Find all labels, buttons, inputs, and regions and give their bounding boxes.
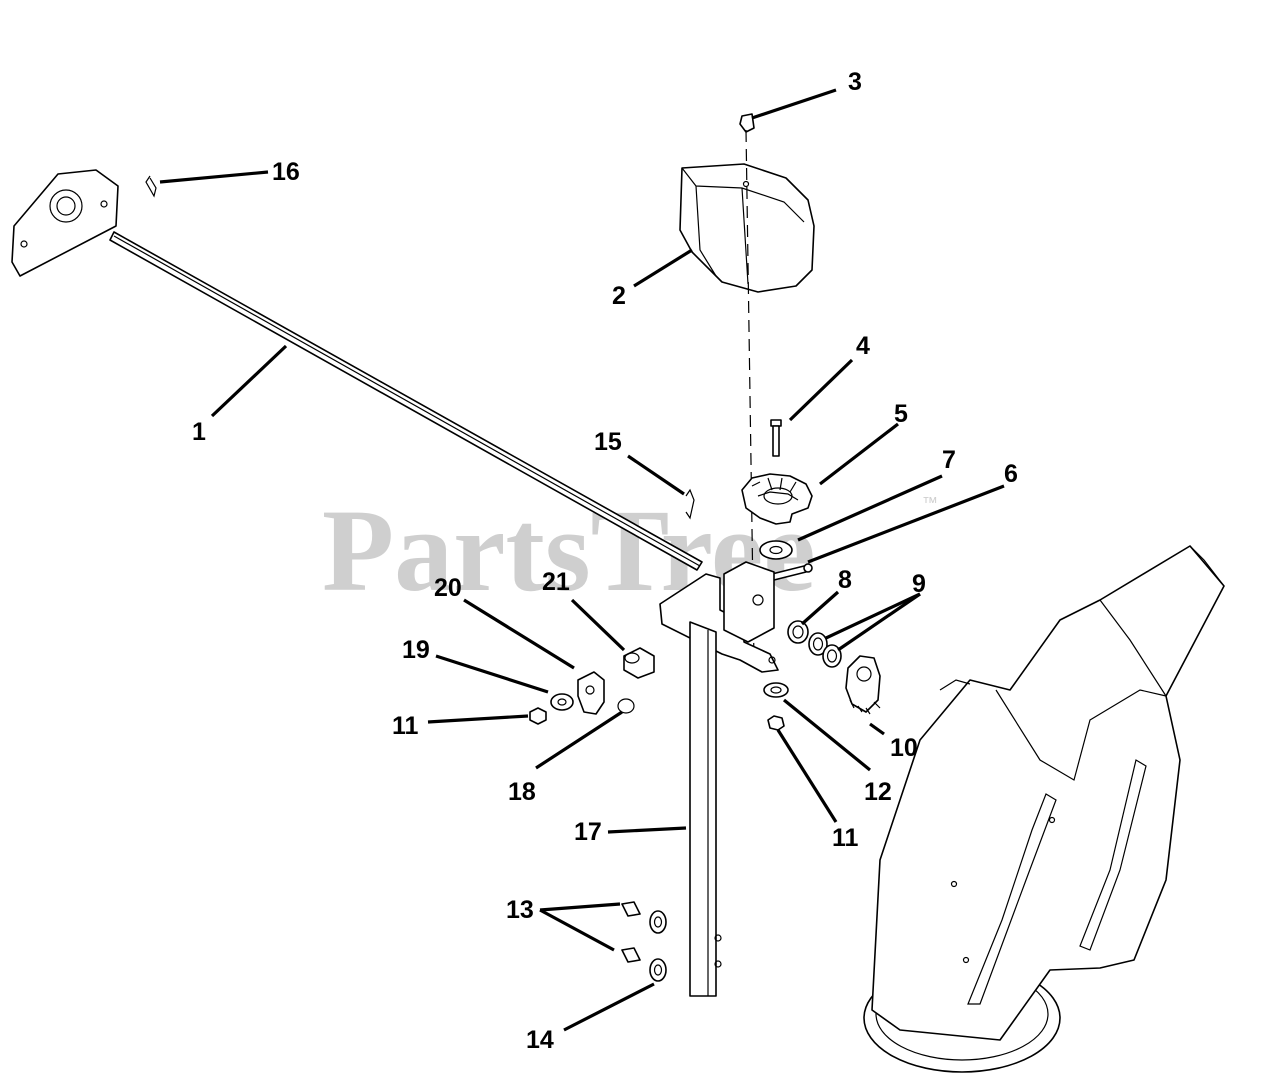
part-18-clip [617,698,635,714]
callout-labels: 3 16 2 4 1 5 15 7 6 20 21 8 9 19 11 10 1… [192,68,1018,1054]
part-12-washer [763,682,789,698]
part-10-gear [845,655,881,715]
callout-3: 3 [848,68,862,96]
callout-18: 18 [508,778,536,806]
callout-12: 12 [864,778,892,806]
callout-16: 16 [272,158,300,186]
callout-15: 15 [594,428,622,456]
part-19-washer [550,693,574,711]
callout-17: 17 [574,818,602,846]
callout-8: 8 [838,566,852,594]
callout-1: 1 [192,418,206,446]
callout-21: 21 [542,568,570,596]
leader-lines [159,88,1005,1032]
part-9-washers [808,632,842,668]
part-11-nut-left [529,707,547,725]
callout-11-right: 11 [832,824,859,852]
callout-14: 14 [526,1026,554,1054]
part-11-nut-right [767,715,785,731]
part-14-washers [649,910,667,982]
watermark-trademark: ™ [922,495,938,512]
part-1-rod [11,169,703,571]
part-20-lever [577,671,605,715]
callout-13: 13 [506,896,534,924]
part-13-bolts [621,901,641,963]
callout-10: 10 [890,734,918,762]
part-21-spacer [623,647,655,679]
part-15-clip [685,488,695,520]
part-17-tube [659,561,779,997]
part-4-bolt [770,419,782,457]
part-8-bushing [787,620,809,644]
part-7-washer [759,540,793,560]
callout-4: 4 [856,332,870,360]
part-16-clip [145,175,157,198]
callout-7: 7 [942,446,956,474]
discharge-chute [863,545,1225,1073]
part-3-screw [739,113,755,133]
callout-2: 2 [612,282,626,310]
callout-6: 6 [1004,460,1018,488]
callout-11-left: 11 [392,712,419,740]
callout-20: 20 [434,574,462,602]
part-5-gear [741,473,813,525]
callout-19: 19 [402,636,430,664]
callout-5: 5 [894,400,908,428]
callout-9: 9 [912,570,926,598]
